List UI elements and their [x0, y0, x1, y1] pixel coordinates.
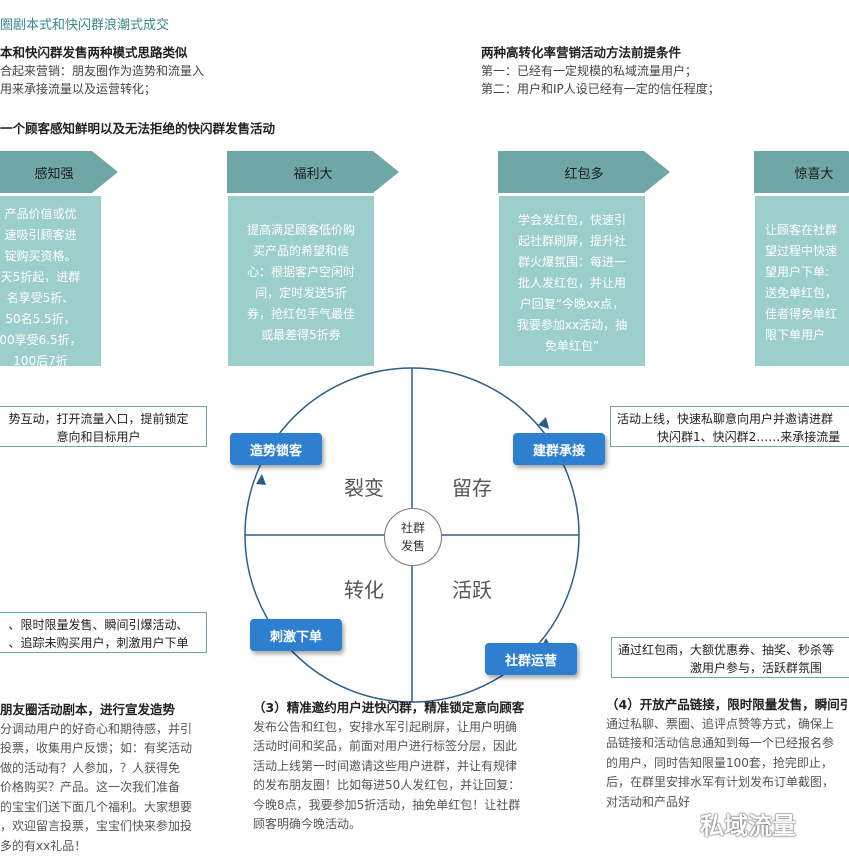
note-build-group: 活动上线，快速私聊意向用户并邀请进群快闪群1、快闪群2……来承接流量 — [610, 406, 849, 447]
quadrant-conversion: 转化 — [344, 578, 384, 602]
watermark: 私域流量 — [700, 812, 796, 840]
paragraph-left: 朋友圈活动剧本，进行宣发造势 分调动用户的好奇心和期待感，并引 投票，收集用户反… — [0, 702, 193, 853]
tag-build-group: 建群承接 — [513, 433, 605, 465]
paragraph-right: （4）开放产品链接，限时限量发售，瞬间引 通过私聊、票圈、追评点赞等方式，确保上… — [606, 697, 849, 809]
card-benefit: 提高满足顾客低价购买产品的希望和信 心：根据客户空闲时间，定时发送5折 券，抢红… — [228, 196, 374, 366]
arrow-header-red-packet: 红包多 — [498, 151, 670, 193]
page-title: 圈剧本式和快闪群浪潮式成交 — [0, 18, 170, 33]
quadrant-retention: 留存 — [452, 476, 492, 500]
left-intro-heading: 本和快闪群发售两种模式思路类似 — [0, 45, 188, 60]
tag-stimulate-order: 刺激下单 — [250, 619, 342, 651]
arrow-header-benefit: 福利大 — [227, 151, 399, 193]
section-heading: 一个顾客感知鲜明以及无法拒绝的快闪群发售活动 — [0, 121, 276, 136]
left-intro-line: 用来承接流量以及运营转化； — [0, 82, 157, 96]
right-intro-heading: 两种高转化率营销活动方法前提条件 — [481, 45, 682, 60]
left-intro-line: 合起来营销：朋友圈作为造势和流量入 — [0, 64, 205, 78]
arrow-header-surprise: 惊喜大 — [754, 151, 849, 193]
cycle-arrowhead-icon — [256, 474, 266, 485]
quadrant-active: 活跃 — [452, 578, 492, 602]
cycle-arrowhead-icon — [538, 417, 549, 429]
arrow-header-perception: 感知强 — [0, 151, 118, 193]
card-surprise: 让顾客在社群望过程中快速 望用户下单:送免单红包， 佳者得免单红限下单用户 — [755, 196, 849, 366]
card-red-packet: 学会发红包，快速引起社群刷屏，提升社 群火爆氛围：每进一批人发红包，并让用 户回… — [499, 196, 645, 366]
tag-build-momentum: 造势锁客 — [230, 433, 322, 465]
tag-community-ops: 社群运营 — [485, 643, 577, 675]
right-intro-line: 第二：用户和IP人设已经有一定的信任程度； — [481, 82, 720, 96]
note-attract-traffic: 势互动，打开流量入口，提前锁定意向和目标用户 — [0, 406, 207, 447]
right-intro-line: 第一：已经有一定规模的私域流量用户； — [481, 64, 698, 78]
paragraph-middle: （3）精准邀约用户进快闪群，精准锁定意向顾客 发布公告和红包，安排水军引起刷屏，… — [253, 700, 525, 831]
card-perception: 产品价值或优速吸引顾客进 锭购买资格。天5折起，进群 名享受5折、50名5.5折… — [0, 196, 101, 366]
quadrant-fission: 裂变 — [344, 476, 384, 500]
note-community-activity: 通过红包雨，大额优惠券、抽奖、秒杀等激用户参与，活跃群氛围 — [611, 637, 849, 678]
cycle-center: 社群发售 — [384, 508, 442, 566]
note-stimulate-order: 、限时限量发售、瞬间引爆活动、、追踪未购买用户，刺激用户下单 — [0, 612, 207, 653]
